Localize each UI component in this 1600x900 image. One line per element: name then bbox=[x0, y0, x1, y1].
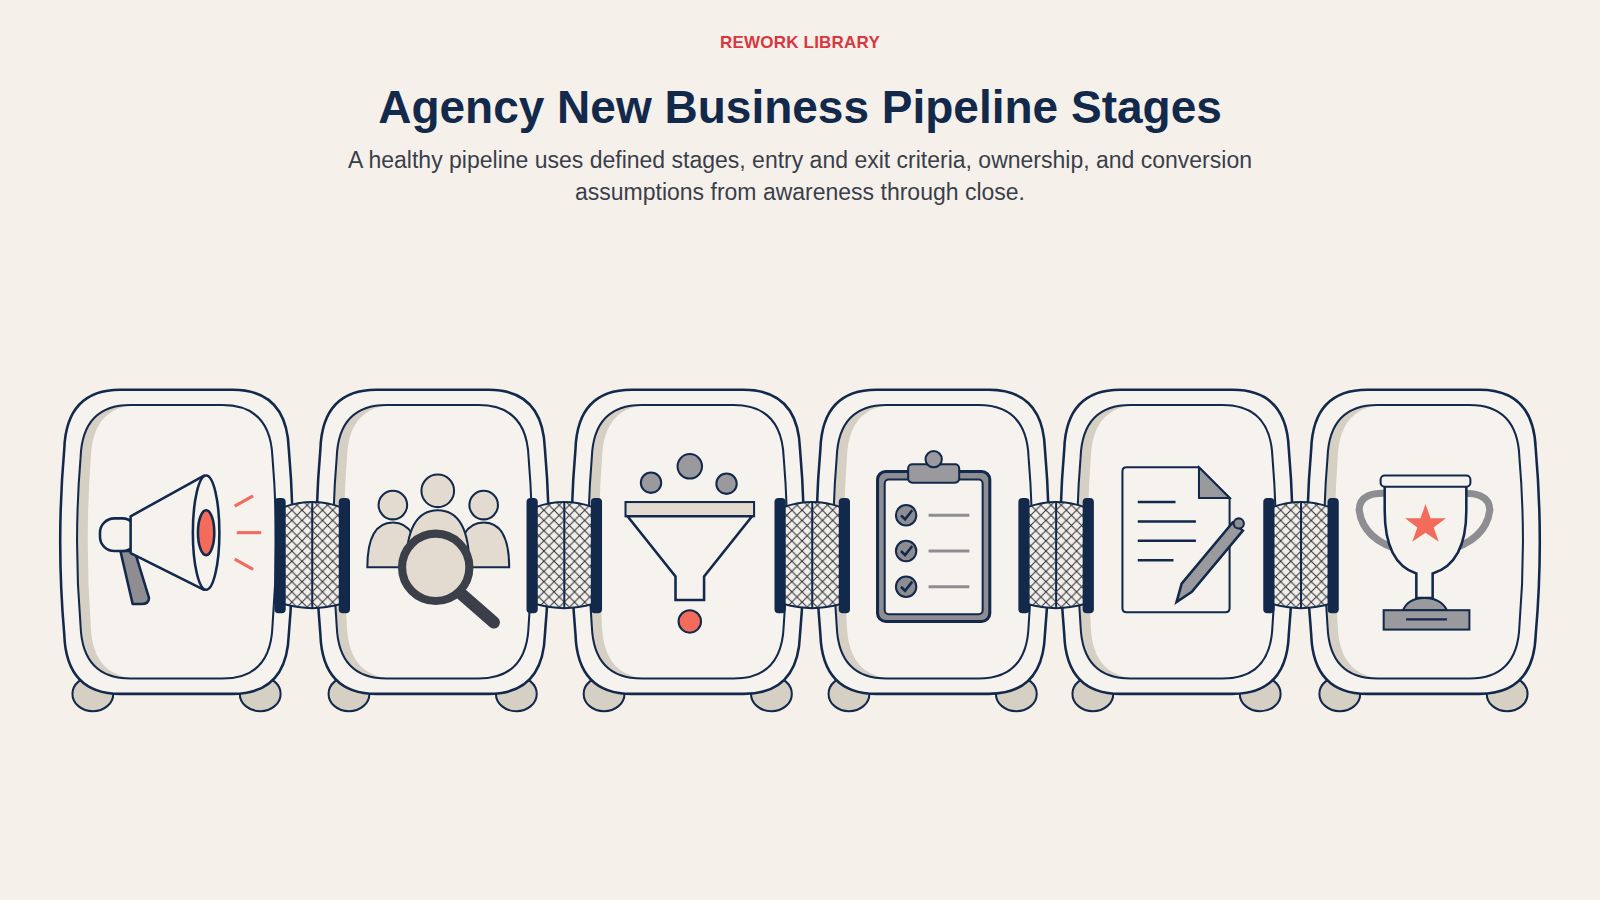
people-search-icon-part bbox=[402, 534, 469, 601]
checklist-icon-part bbox=[878, 471, 990, 621]
mesh-connector bbox=[274, 498, 350, 613]
people-search-icon-part bbox=[379, 491, 408, 520]
trophy-icon-part bbox=[1406, 618, 1447, 620]
kicker-label: REWORK LIBRARY bbox=[0, 33, 1600, 53]
checklist-icon-part bbox=[896, 505, 916, 525]
trophy-icon-part bbox=[1384, 610, 1470, 629]
contract-icon-part bbox=[1122, 467, 1229, 612]
funnel-icon-part bbox=[716, 473, 736, 493]
checklist-icon-part bbox=[926, 451, 942, 467]
megaphone-icon-part bbox=[235, 496, 253, 506]
mesh-connector bbox=[1018, 498, 1094, 613]
contract-icon-part bbox=[1234, 518, 1244, 528]
page-title: Agency New Business Pipeline Stages bbox=[0, 80, 1600, 134]
stage-capsule bbox=[1307, 390, 1540, 711]
page-subtitle: A healthy pipeline uses defined stages, … bbox=[290, 144, 1310, 208]
trophy-icon-part bbox=[1385, 486, 1467, 598]
people-search-icon bbox=[367, 474, 509, 622]
stage-capsule bbox=[60, 390, 293, 711]
funnel-icon bbox=[626, 454, 755, 633]
funnel-icon-part bbox=[628, 516, 752, 600]
people-search-icon-part bbox=[421, 474, 454, 507]
checklist-icon-part bbox=[896, 577, 916, 597]
megaphone-icon-part bbox=[235, 559, 253, 569]
mesh-connector bbox=[774, 498, 850, 613]
megaphone-icon-part bbox=[198, 510, 214, 555]
trophy-icon-part bbox=[1381, 476, 1471, 487]
people-search-icon-part bbox=[461, 594, 494, 623]
funnel-icon-part bbox=[626, 502, 755, 516]
funnel-icon-part bbox=[641, 472, 661, 492]
contract-icon-part bbox=[1177, 522, 1243, 602]
checklist-icon-part bbox=[929, 515, 970, 586]
stage-capsule bbox=[816, 390, 1049, 711]
funnel-icon-part bbox=[678, 454, 702, 478]
megaphone-icon-part bbox=[237, 531, 261, 534]
contract-icon-part bbox=[1138, 502, 1196, 560]
trophy-icon-part bbox=[1403, 598, 1447, 610]
mesh-connector bbox=[527, 498, 603, 613]
funnel-icon-part bbox=[679, 610, 701, 632]
people-search-icon-part bbox=[469, 491, 498, 520]
megaphone-icon-part bbox=[193, 476, 220, 590]
checklist-icon bbox=[878, 451, 990, 621]
stage-capsule bbox=[316, 390, 549, 711]
stage-capsule bbox=[571, 390, 804, 711]
trophy-icon-part bbox=[1405, 504, 1446, 542]
trophy-icon bbox=[1359, 476, 1490, 630]
stage-capsule bbox=[1060, 390, 1293, 711]
contract-icon-part bbox=[1199, 467, 1230, 498]
checklist-icon-part bbox=[885, 480, 983, 615]
megaphone-icon bbox=[100, 476, 261, 605]
contract-icon bbox=[1122, 467, 1243, 612]
mesh-connector bbox=[1263, 498, 1339, 613]
checklist-icon-part bbox=[896, 541, 916, 561]
checklist-icon-part bbox=[901, 510, 912, 591]
